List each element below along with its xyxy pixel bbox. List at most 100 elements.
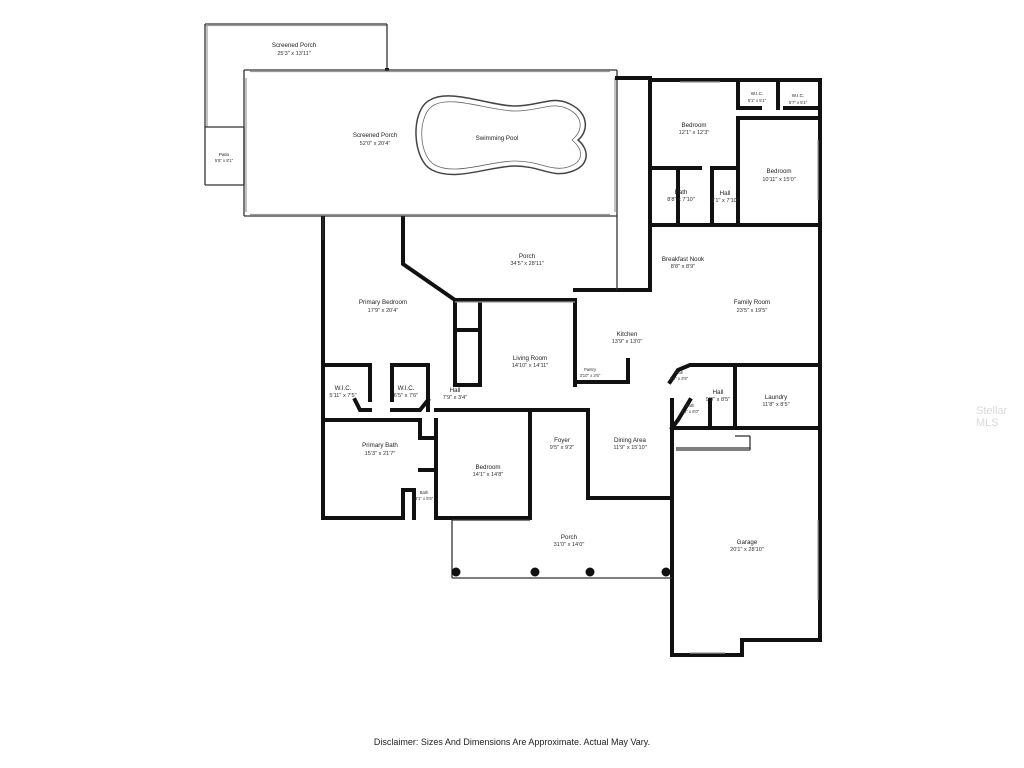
room-label-screened-porch-main: Screened Porch 52'0" x 20'4" [353, 132, 398, 147]
svg-text:11'8" x 8'5": 11'8" x 8'5" [762, 402, 789, 408]
svg-text:7'9" x 3'4": 7'9" x 3'4" [443, 395, 467, 401]
screened-porch-upper-outline [204, 23, 389, 128]
svg-text:Dining Area: Dining Area [614, 437, 647, 444]
room-label-wic-primary2: W.I.C. 6'5" x 7'6" [394, 385, 418, 399]
room-label-breakfast-nook: Breakfast Nook 8'8" x 8'9" [662, 256, 705, 270]
svg-text:Bath: Bath [675, 189, 688, 196]
svg-text:Hall: Hall [720, 190, 731, 197]
svg-text:Pantry: Pantry [584, 367, 597, 372]
svg-text:Garage: Garage [737, 539, 758, 546]
svg-text:Bedroom: Bedroom [475, 464, 500, 471]
room-label-garage: Garage 20'1" x 28'10" [730, 539, 764, 553]
svg-text:Primary Bath: Primary Bath [362, 442, 398, 449]
room-label-hall-small: Hall 8'9" x 3'5" [670, 370, 689, 381]
room-label-primary-bedroom: Primary Bedroom 17'9" x 20'4" [359, 299, 407, 314]
svg-text:14'10" x 14'11": 14'10" x 14'11" [512, 363, 549, 369]
svg-text:Porch: Porch [519, 253, 536, 260]
room-label-living-room: Living Room 14'10" x 14'11" [512, 355, 549, 369]
room-label-wic-primary1: W.I.C. 5'11" x 7'5" [329, 385, 356, 399]
svg-text:W.I.C.: W.I.C. [792, 93, 805, 98]
svg-text:Swimming Pool: Swimming Pool [476, 135, 519, 142]
svg-text:8'8" x 8'9": 8'8" x 8'9" [671, 264, 695, 270]
svg-text:20'1" x 28'10": 20'1" x 28'10" [730, 547, 764, 553]
svg-text:Breakfast Nook: Breakfast Nook [662, 256, 705, 263]
svg-text:9'9" x 8'5": 9'9" x 8'5" [706, 397, 730, 403]
room-label-bath-tiny: Bath 3'1" x 5'5" [415, 490, 434, 501]
svg-text:8'9" x 3'5": 8'9" x 3'5" [670, 376, 689, 381]
svg-text:3'10" x 3'6": 3'10" x 3'6" [580, 373, 601, 378]
svg-text:31'0" x 14'0": 31'0" x 14'0" [554, 542, 585, 548]
svg-text:W.I.C.: W.I.C. [335, 385, 352, 392]
room-label-hall-center: Hall 7'9" x 3'4" [443, 387, 467, 401]
svg-text:34'5" x 28'11": 34'5" x 28'11" [510, 261, 543, 267]
room-label-pool: Swimming Pool [476, 135, 519, 142]
watermark-text: Stellar MLS [976, 405, 1008, 429]
svg-text:5'8" x 8'1": 5'8" x 8'1" [215, 158, 234, 163]
room-label-bath-small: Bath 4'4" x 6'0" [681, 403, 700, 414]
svg-text:Screened Porch: Screened Porch [272, 42, 317, 49]
svg-text:25'3" x 13'11": 25'3" x 13'11" [277, 51, 310, 57]
screened-porch-main-outline [243, 69, 618, 217]
room-label-wic-ne2: W.I.C. 5'7" x 5'1" [789, 93, 808, 105]
room-label-hall-ne: Hall 3'1" x 7'10" [711, 190, 739, 204]
room-label-porch-front: Porch 31'0" x 14'0" [554, 534, 585, 548]
svg-text:Hall: Hall [675, 370, 682, 375]
svg-text:Porch: Porch [561, 534, 578, 541]
northeast-bedrooms-walls [615, 76, 822, 227]
room-label-primary-bath: Primary Bath 15'3" x 21'7" [362, 442, 398, 457]
svg-text:23'5" x 19'5": 23'5" x 19'5" [737, 308, 768, 314]
svg-text:5'1" x 5'1": 5'1" x 5'1" [748, 98, 767, 103]
svg-text:13'9" x 13'0": 13'9" x 13'0" [612, 339, 643, 345]
disclaimer-text: Disclaimer: Sizes And Dimensions Are App… [373, 737, 651, 747]
svg-text:3'1" x 7'10": 3'1" x 7'10" [711, 198, 739, 204]
svg-text:9'5" x 9'2": 9'5" x 9'2" [550, 445, 574, 451]
svg-text:15'3" x 21'7": 15'3" x 21'7" [365, 451, 396, 457]
svg-text:Bath: Bath [686, 403, 695, 408]
room-label-laundry: Laundry 11'8" x 8'5" [762, 394, 789, 408]
svg-text:12'1" x 12'3": 12'1" x 12'3" [679, 130, 710, 136]
svg-text:5'7" x 5'1": 5'7" x 5'1" [789, 100, 808, 105]
room-label-screened-porch-upper: Screened Porch 25'3" x 13'11" [272, 42, 317, 57]
svg-text:Hall: Hall [450, 387, 461, 394]
front-porch [451, 519, 672, 579]
room-label-foyer: Foyer 9'5" x 9'2" [550, 437, 574, 451]
svg-text:Bath: Bath [420, 490, 429, 495]
svg-text:Laundry: Laundry [765, 394, 788, 401]
room-label-patio: Patio 5'8" x 8'1" [215, 152, 234, 163]
svg-text:Patio: Patio [219, 152, 230, 157]
svg-text:W.I.C.: W.I.C. [398, 385, 415, 392]
porch-mid-outline [322, 216, 618, 303]
svg-text:14'1" x 14'8": 14'1" x 14'8" [473, 472, 504, 478]
svg-text:10'11" x 15'0": 10'11" x 15'0" [762, 177, 795, 183]
svg-text:W.I.C.: W.I.C. [751, 91, 764, 96]
room-label-bedroom-mid: Bedroom 14'1" x 14'8" [473, 464, 504, 478]
svg-text:Family Room: Family Room [734, 299, 770, 306]
svg-text:17'9" x 20'4": 17'9" x 20'4" [368, 308, 399, 314]
svg-text:11'9" x 15'10": 11'9" x 15'10" [613, 445, 646, 451]
svg-text:Foyer: Foyer [554, 437, 570, 444]
room-label-porch-mid: Porch 34'5" x 28'11" [510, 253, 543, 267]
svg-text:4'4" x 6'0": 4'4" x 6'0" [681, 409, 700, 414]
svg-text:Primary Bedroom: Primary Bedroom [359, 299, 407, 306]
room-label-family-room: Family Room 23'5" x 19'5" [734, 299, 770, 314]
swimming-pool [415, 95, 587, 176]
svg-text:5'11" x 7'5": 5'11" x 7'5" [329, 393, 356, 399]
room-label-kitchen: Kitchen 13'9" x 13'0" [612, 331, 643, 345]
svg-text:6'5" x 7'6": 6'5" x 7'6" [394, 393, 418, 399]
room-label-pantry: Pantry 3'10" x 3'6" [580, 367, 601, 378]
svg-text:3'1" x 5'5": 3'1" x 5'5" [415, 496, 434, 501]
svg-text:52'0" x 20'4": 52'0" x 20'4" [360, 141, 391, 147]
room-label-bedroom-ne2: Bedroom 10'11" x 15'0" [762, 168, 795, 183]
svg-text:8'8" x 7'10": 8'8" x 7'10" [667, 197, 695, 203]
svg-text:Living Room: Living Room [513, 355, 547, 362]
svg-text:Kitchen: Kitchen [617, 331, 638, 338]
svg-text:Bedroom: Bedroom [766, 168, 791, 175]
svg-text:Screened Porch: Screened Porch [353, 132, 398, 139]
svg-text:Hall: Hall [713, 389, 724, 396]
room-label-dining-area: Dining Area 11'9" x 15'10" [613, 437, 646, 451]
room-label-bath-ne: Bath 8'8" x 7'10" [667, 189, 695, 203]
room-label-hall-laundry: Hall 9'9" x 8'5" [706, 389, 730, 403]
room-label-bedroom-ne1: Bedroom 12'1" x 12'3" [679, 122, 710, 136]
svg-text:Bedroom: Bedroom [681, 122, 706, 129]
